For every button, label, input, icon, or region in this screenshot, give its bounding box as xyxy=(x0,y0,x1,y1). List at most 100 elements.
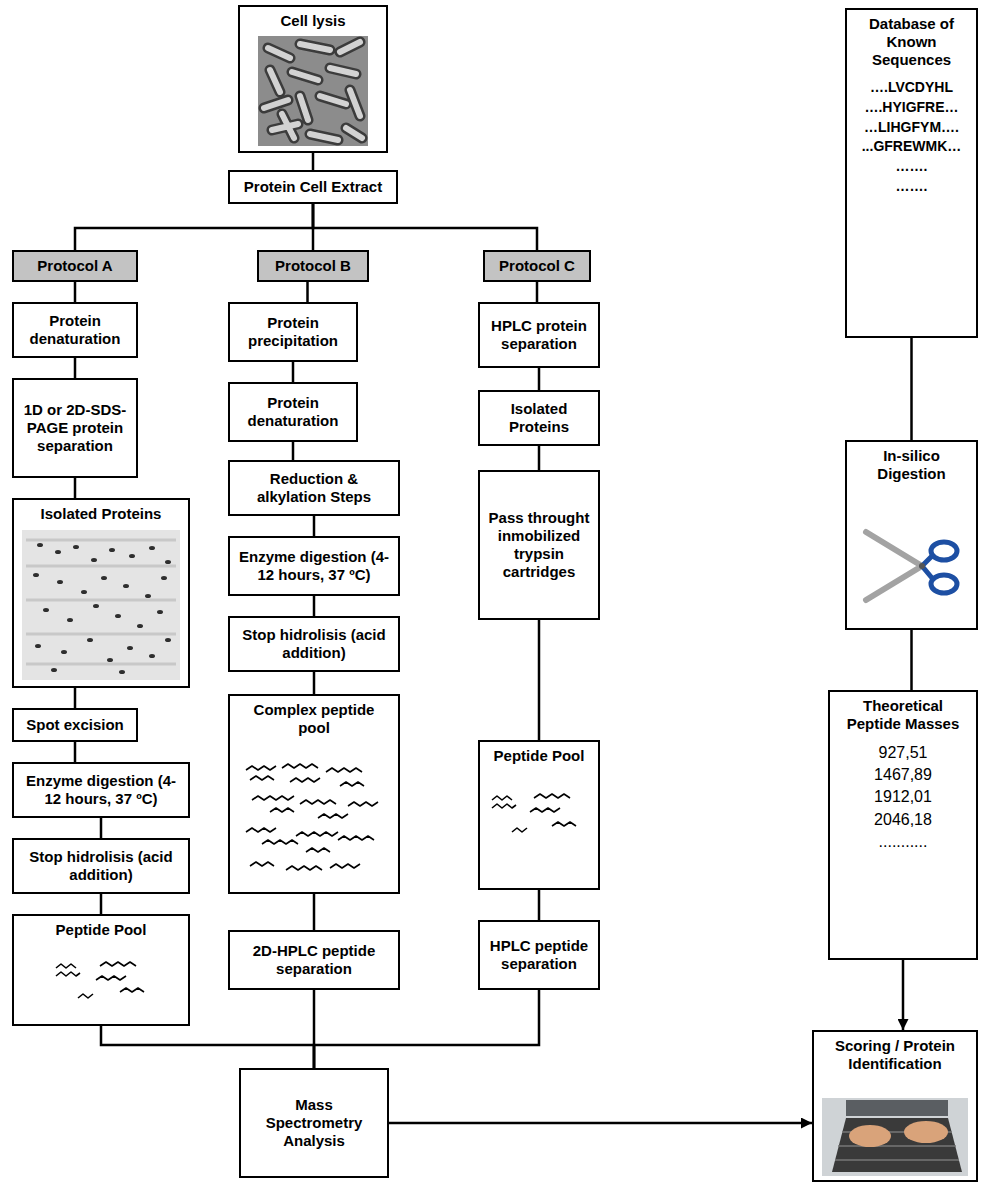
box-label: Peptide Pool xyxy=(487,747,591,765)
box-label: Protein Cell Extract xyxy=(237,178,389,196)
box-label: In-silico Digestion xyxy=(854,447,969,483)
box-label: Enzyme digestion (4-12 hours, 37 ºC) xyxy=(237,548,391,584)
process-box: 1D or 2D-SDS-PAGE protein separation xyxy=(12,378,138,478)
connector-line xyxy=(306,282,309,302)
connector-line xyxy=(74,282,77,302)
connector-arrow xyxy=(389,1122,812,1125)
protocol-header: Protocol C xyxy=(483,250,591,282)
illustrated-box: Scoring / Protein Identification xyxy=(812,1030,978,1182)
connector-line xyxy=(538,446,541,470)
box-label: 2D-HPLC peptide separation xyxy=(237,942,391,978)
box-label: Theoretical Peptide Masses xyxy=(837,697,969,733)
hand xyxy=(849,1125,891,1147)
protocol-header: Protocol A xyxy=(12,250,138,282)
connector-line xyxy=(292,442,295,460)
box-label: Reduction & alkylation Steps xyxy=(237,470,391,506)
connector-line xyxy=(538,620,541,740)
process-box: 2D-HPLC peptide separation xyxy=(228,930,400,990)
process-box: Enzyme digestion (4-12 hours, 37 ºC) xyxy=(228,536,400,596)
box-label: Pass throught inmobilized trypsin cartri… xyxy=(487,509,591,581)
connector-line xyxy=(313,894,316,930)
list-item: ……. xyxy=(854,178,969,195)
connector-line xyxy=(910,630,913,690)
laptop-screen xyxy=(846,1100,948,1116)
scissors-handle xyxy=(931,542,957,560)
illustrated-box: Complex peptide pool xyxy=(228,694,400,894)
connector-line xyxy=(313,596,316,616)
box-label: Stop hidrolisis (acid addition) xyxy=(237,626,391,662)
list-box: Database of Known Sequences ….LVCDYHL ….HY… xyxy=(845,8,978,338)
list-item: ….HYIGFRE… xyxy=(854,99,969,116)
list-item: ........... xyxy=(837,832,969,851)
connector-arrow xyxy=(902,960,905,1030)
micrograph-ground xyxy=(258,36,368,146)
laptop-photo xyxy=(822,1098,968,1176)
box-label: 1D or 2D-SDS-PAGE protein separation xyxy=(21,401,129,455)
gel-picture xyxy=(22,530,180,680)
connector-line xyxy=(538,368,541,390)
box-label: Database of Known Sequences xyxy=(854,15,969,69)
connector-line xyxy=(538,890,541,920)
list-item: ….LVCDYHL xyxy=(854,79,969,96)
list-item: 1912,01 xyxy=(837,787,969,806)
process-box: Stop hidrolisis (acid addition) xyxy=(228,616,400,672)
box-label: HPLC protein separation xyxy=(487,317,591,353)
connector-line xyxy=(314,990,539,1068)
process-box: Protein precipitation xyxy=(228,302,358,362)
box-label: Protocol C xyxy=(492,257,582,275)
process-box: Pass throught inmobilized trypsin cartri… xyxy=(478,470,600,620)
process-box: Stop hidrolisis (acid addition) xyxy=(12,838,190,894)
list-box: Theoretical Peptide Masses927,511467,891… xyxy=(828,690,978,960)
connector-line xyxy=(74,688,77,708)
scissors-handle xyxy=(931,575,957,593)
connector-line xyxy=(100,818,103,838)
box-label: Protein denaturation xyxy=(237,394,349,430)
scissors-icon xyxy=(866,532,957,600)
box-label: Peptide Pool xyxy=(21,921,181,939)
box-label: Mass Spectrometry Analysis xyxy=(248,1096,380,1150)
connector-line xyxy=(75,204,313,250)
process-box: Protein Cell Extract xyxy=(228,170,398,204)
connector-line xyxy=(313,672,316,694)
connector-line xyxy=(312,153,315,170)
connector-line xyxy=(910,338,913,440)
protein-spot xyxy=(33,543,171,674)
peptide-chains xyxy=(246,764,378,870)
gel-streak xyxy=(26,540,176,664)
connector-line xyxy=(100,894,103,914)
peptide-chains xyxy=(492,794,576,832)
process-box: HPLC peptide separation xyxy=(478,920,600,990)
process-box: Enzyme digestion (4-12 hours, 37 ºC) xyxy=(12,762,190,818)
box-label: HPLC peptide separation xyxy=(487,937,591,973)
protocol-header: Protocol B xyxy=(257,250,369,282)
peptide-chains xyxy=(56,962,144,998)
illustrated-box: Cell lysis xyxy=(238,5,388,153)
box-label: Cell lysis xyxy=(247,12,379,30)
cell-micrograph xyxy=(258,36,368,146)
laptop-keyboard xyxy=(832,1118,962,1172)
illustrated-box: Peptide Pool xyxy=(478,740,600,890)
illustrated-box: In-silico Digestion xyxy=(845,440,978,630)
connector-line xyxy=(74,742,77,762)
box-label: Scoring / Protein Identification xyxy=(821,1037,969,1073)
box-label: Protocol A xyxy=(21,257,129,275)
box-label: Isolated Proteins xyxy=(21,505,181,523)
connector-line xyxy=(74,478,77,498)
list-item: ……. xyxy=(854,158,969,175)
list-item: 927,51 xyxy=(837,743,969,762)
box-label: Spot excision xyxy=(21,716,129,734)
illustrated-box: Isolated Proteins xyxy=(12,498,190,688)
photo-ground xyxy=(822,1098,968,1176)
hand xyxy=(904,1121,948,1143)
list-item: …LIHGFYM…. xyxy=(854,119,969,136)
connector-line xyxy=(292,362,295,382)
box-label: Protein denaturation xyxy=(21,312,129,348)
connector-line xyxy=(313,204,537,250)
process-box: Spot excision xyxy=(12,708,138,742)
box-label: Protocol B xyxy=(266,257,360,275)
box-label: Stop hidrolisis (acid addition) xyxy=(21,848,181,884)
process-box: HPLC protein separation xyxy=(478,302,600,368)
